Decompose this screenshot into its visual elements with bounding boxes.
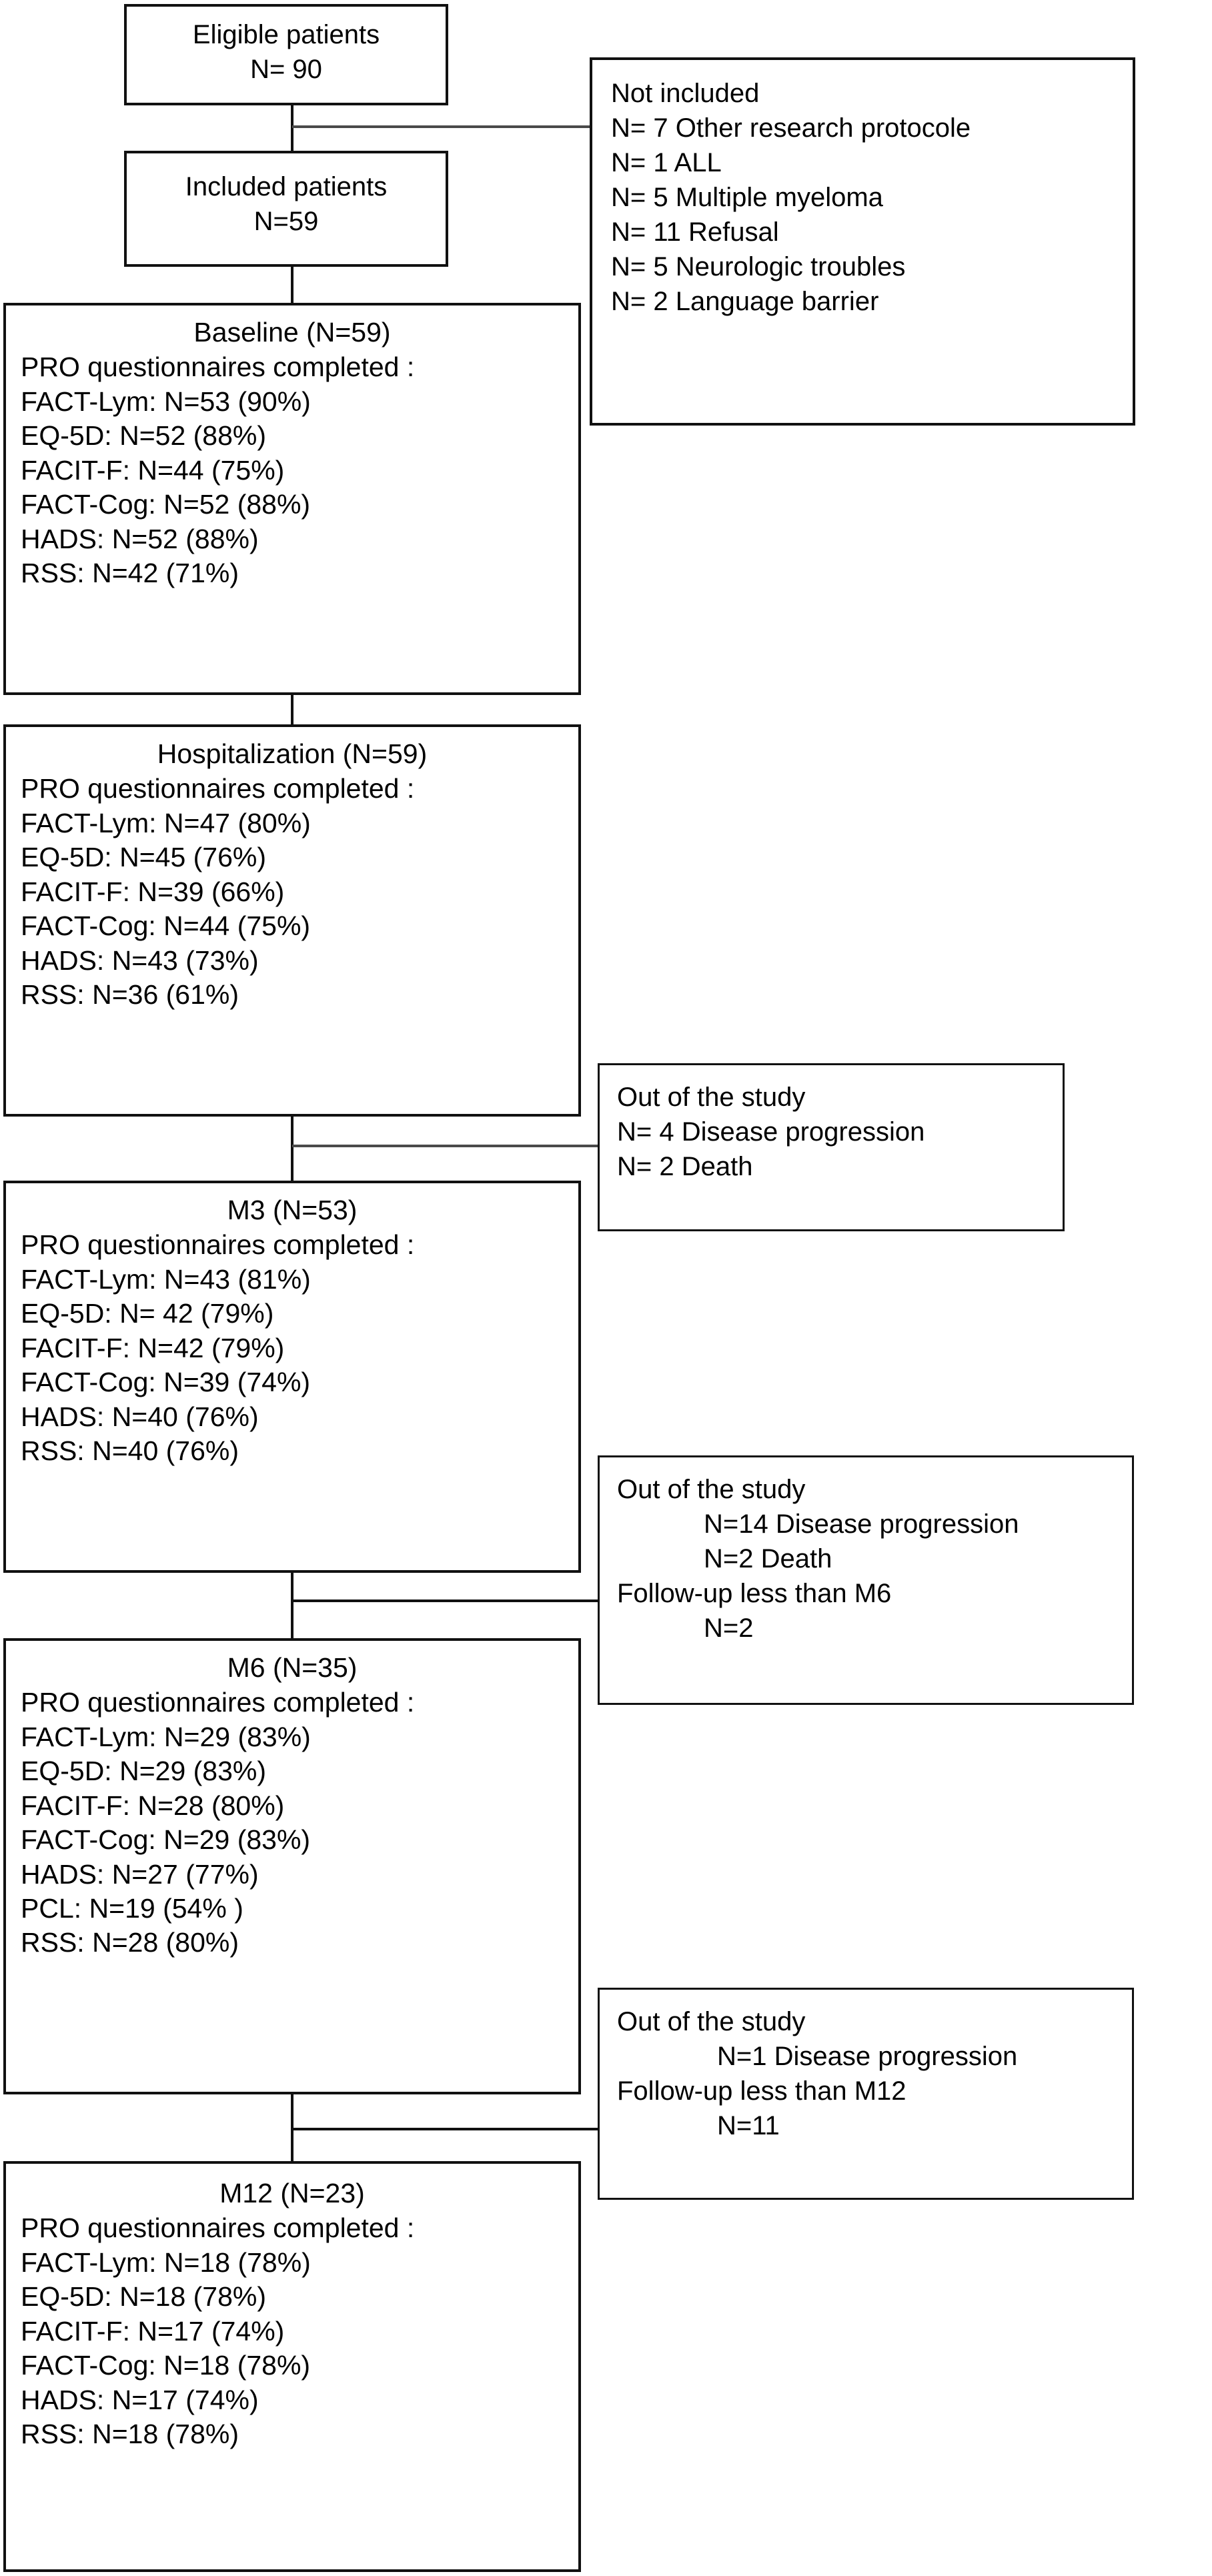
pro-item: HADS: N=27 (77%) [21,1858,259,1890]
pro-label: PRO questionnaires completed : [21,773,415,804]
pro-item: FACT-Lym: N=29 (83%) [21,1721,311,1752]
node-not-included: Not included N= 7 Other research protoco… [590,57,1135,426]
connector-m3-to-m6 [291,1567,293,1641]
pro-item: FACT-Cog: N=18 (78%) [21,2350,311,2381]
pro-item: FACIT-F: N=42 (79%) [21,1332,285,1363]
pro-item: FACT-Lym: N=43 (81%) [21,1263,311,1295]
dropout-heading: Out of the study [617,1475,806,1504]
pro-item: FACIT-F: N=39 (66%) [21,876,285,907]
pro-item: EQ-5D: N=18 (78%) [21,2281,266,2313]
pro-item: PCL: N=19 (54% ) [21,1893,243,1924]
pro-item: HADS: N=40 (76%) [21,1401,259,1432]
pro-item: HADS: N=43 (73%) [21,944,259,976]
dropout-line: Follow-up less than M12 [617,2076,906,2106]
pro-item: RSS: N=28 (80%) [21,1927,239,1958]
timepoint-title: Hospitalization (N=59) [157,738,428,769]
connector-m6-to-m12 [291,2093,293,2168]
connector-m6-to-dropout-3 [292,2128,599,2130]
pro-label: PRO questionnaires completed : [21,1229,415,1261]
pro-label: PRO questionnaires completed : [21,352,415,383]
dropout-line: N= 2 Death [617,1152,753,1181]
pro-item: EQ-5D: N=52 (88%) [21,420,266,452]
node-timepoint-hospitalization: Hospitalization (N=59) PRO questionnaire… [3,724,581,1117]
node-dropout-after-m6: Out of the study N=1 Disease progression… [598,1988,1134,2200]
pro-item: RSS: N=40 (76%) [21,1435,239,1467]
node-included-patients: Included patients N=59 [124,151,448,267]
pro-item: FACT-Cog: N=44 (75%) [21,910,311,942]
pro-label: PRO questionnaires completed : [21,2212,415,2244]
connector-m3-to-dropout-2 [292,1599,599,1602]
pro-item: HADS: N=52 (88%) [21,523,259,554]
dropout-heading: Out of the study [617,1083,806,1112]
pro-item: FACT-Cog: N=39 (74%) [21,1367,311,1398]
dropout-line: N=11 [717,2111,780,2140]
dropout-line: Follow-up less than M6 [617,1579,892,1608]
node-dropout-after-m3: Out of the study N=14 Disease progressio… [598,1455,1134,1705]
not-included-reason: N= 2 Language barrier [611,287,879,316]
pro-item: FACIT-F: N=28 (80%) [21,1790,285,1821]
connector-hospitalization-to-m3 [291,1115,293,1182]
eligible-count: N= 90 [250,55,322,84]
not-included-heading: Not included [611,79,760,108]
node-timepoint-m3: M3 (N=53) PRO questionnaires completed :… [3,1181,581,1573]
node-dropout-after-hospitalization: Out of the study N= 4 Disease progressio… [598,1063,1065,1231]
not-included-reason: N= 5 Neurologic troubles [611,252,906,281]
timepoint-title: M3 (N=53) [227,1195,358,1225]
node-timepoint-baseline: Baseline (N=59) PRO questionnaires compl… [3,303,581,695]
pro-item: EQ-5D: N=29 (83%) [21,1756,266,1787]
pro-item: FACT-Cog: N=52 (88%) [21,489,311,520]
pro-item: EQ-5D: N= 42 (79%) [21,1298,274,1329]
pro-item: EQ-5D: N=45 (76%) [21,842,266,873]
included-title: Included patients [185,172,388,201]
dropout-heading: Out of the study [617,2007,806,2036]
not-included-reason: N= 7 Other research protocole [611,113,971,143]
timepoint-title: M12 (N=23) [219,2178,365,2208]
included-count: N=59 [253,207,319,236]
timepoint-title: Baseline (N=59) [193,317,391,348]
pro-item: FACIT-F: N=17 (74%) [21,2315,285,2347]
pro-item: FACT-Lym: N=18 (78%) [21,2246,311,2278]
pro-item: FACT-Lym: N=53 (90%) [21,386,311,417]
pro-item: FACT-Lym: N=47 (80%) [21,807,311,838]
pro-item: FACIT-F: N=44 (75%) [21,454,285,486]
timepoint-title: M6 (N=35) [227,1652,358,1683]
not-included-reason: N= 5 Multiple myeloma [611,183,883,212]
dropout-line: N=14 Disease progression [704,1509,1019,1539]
connector-baseline-to-hospitalization [291,694,293,726]
node-timepoint-m12: M12 (N=23) PRO questionnaires completed … [3,2161,581,2572]
connector-eligible-to-included [291,104,293,152]
eligible-title: Eligible patients [192,20,380,49]
node-timepoint-m6: M6 (N=35) PRO questionnaires completed :… [3,1638,581,2094]
not-included-reason: N= 11 Refusal [611,217,779,247]
not-included-reason: N= 1 ALL [611,148,722,177]
connector-hospitalization-to-dropout-1 [292,1145,599,1147]
connector-included-to-baseline [291,265,293,304]
pro-item: RSS: N=18 (78%) [21,2419,239,2450]
dropout-line: N= 4 Disease progression [617,1117,925,1147]
pro-item: RSS: N=42 (71%) [21,558,239,589]
dropout-line: N=2 Death [704,1544,832,1573]
connector-eligible-to-not-included [292,125,594,128]
pro-item: HADS: N=17 (74%) [21,2384,259,2415]
node-eligible-patients: Eligible patients N= 90 [124,4,448,105]
pro-item: FACT-Cog: N=29 (83%) [21,1824,311,1856]
pro-label: PRO questionnaires completed : [21,1687,415,1718]
dropout-line: N=2 [704,1614,754,1643]
pro-item: RSS: N=36 (61%) [21,979,239,1011]
dropout-line: N=1 Disease progression [717,2042,1018,2071]
